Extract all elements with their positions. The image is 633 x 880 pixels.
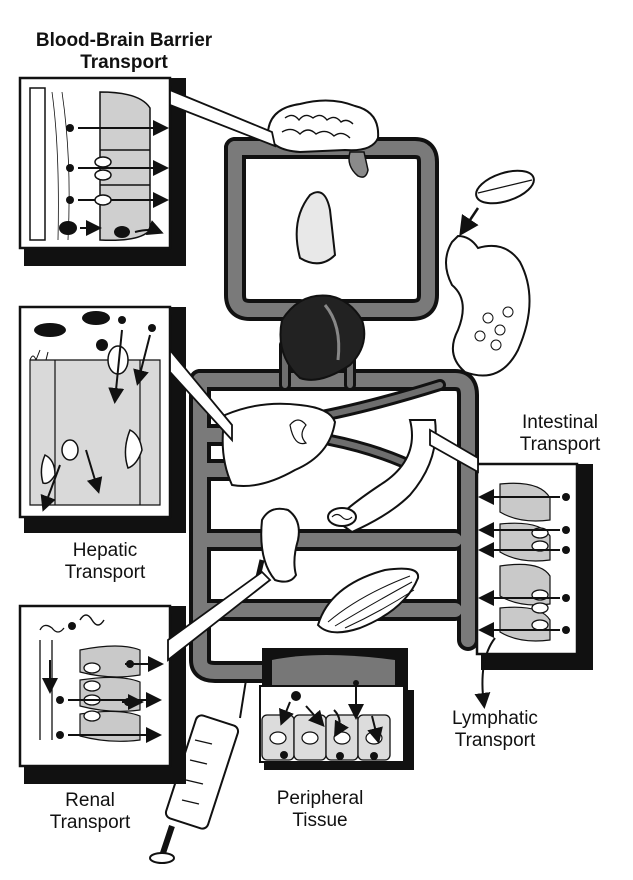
hepatic-transport-label: Hepatic Transport bbox=[30, 540, 180, 584]
peripheral-label-line2: Tissue bbox=[250, 810, 390, 832]
hepatic-panel bbox=[20, 307, 182, 529]
bbb-panel bbox=[20, 78, 182, 262]
intestinal-label-line2: Transport bbox=[495, 434, 625, 456]
renal-label-line2: Transport bbox=[20, 812, 160, 834]
hepatic-label-line2: Transport bbox=[30, 562, 180, 584]
lymphatic-label-line2: Transport bbox=[420, 730, 570, 752]
liver-icon bbox=[223, 404, 335, 486]
intestinal-panel bbox=[477, 464, 589, 705]
lymphatic-transport-label: Lymphatic Transport bbox=[420, 708, 570, 752]
intestinal-label-line1: Intestinal bbox=[495, 412, 625, 434]
brain-icon bbox=[268, 100, 378, 177]
intestine-icon bbox=[328, 420, 436, 532]
bbb-transport-label: Blood-Brain Barrier Transport bbox=[8, 30, 240, 74]
renal-label-line1: Renal bbox=[20, 790, 160, 812]
hepatic-label-line1: Hepatic bbox=[30, 540, 180, 562]
peripheral-label-line1: Peripheral bbox=[250, 788, 390, 810]
muscle-icon bbox=[318, 569, 418, 633]
renal-transport-label: Renal Transport bbox=[20, 790, 160, 834]
lymphatic-label-line1: Lymphatic bbox=[420, 708, 570, 730]
bbb-label-line2: Transport bbox=[8, 52, 240, 74]
renal-panel bbox=[20, 606, 182, 780]
peripheral-tissue-panel bbox=[260, 680, 414, 770]
lung-icon bbox=[297, 192, 335, 263]
stomach-icon bbox=[446, 236, 530, 376]
peripheral-tissue-label: Peripheral Tissue bbox=[250, 788, 390, 832]
pill-icon bbox=[462, 164, 538, 232]
bbb-label-line1: Blood-Brain Barrier bbox=[8, 30, 240, 52]
intestinal-transport-label: Intestinal Transport bbox=[495, 412, 625, 456]
